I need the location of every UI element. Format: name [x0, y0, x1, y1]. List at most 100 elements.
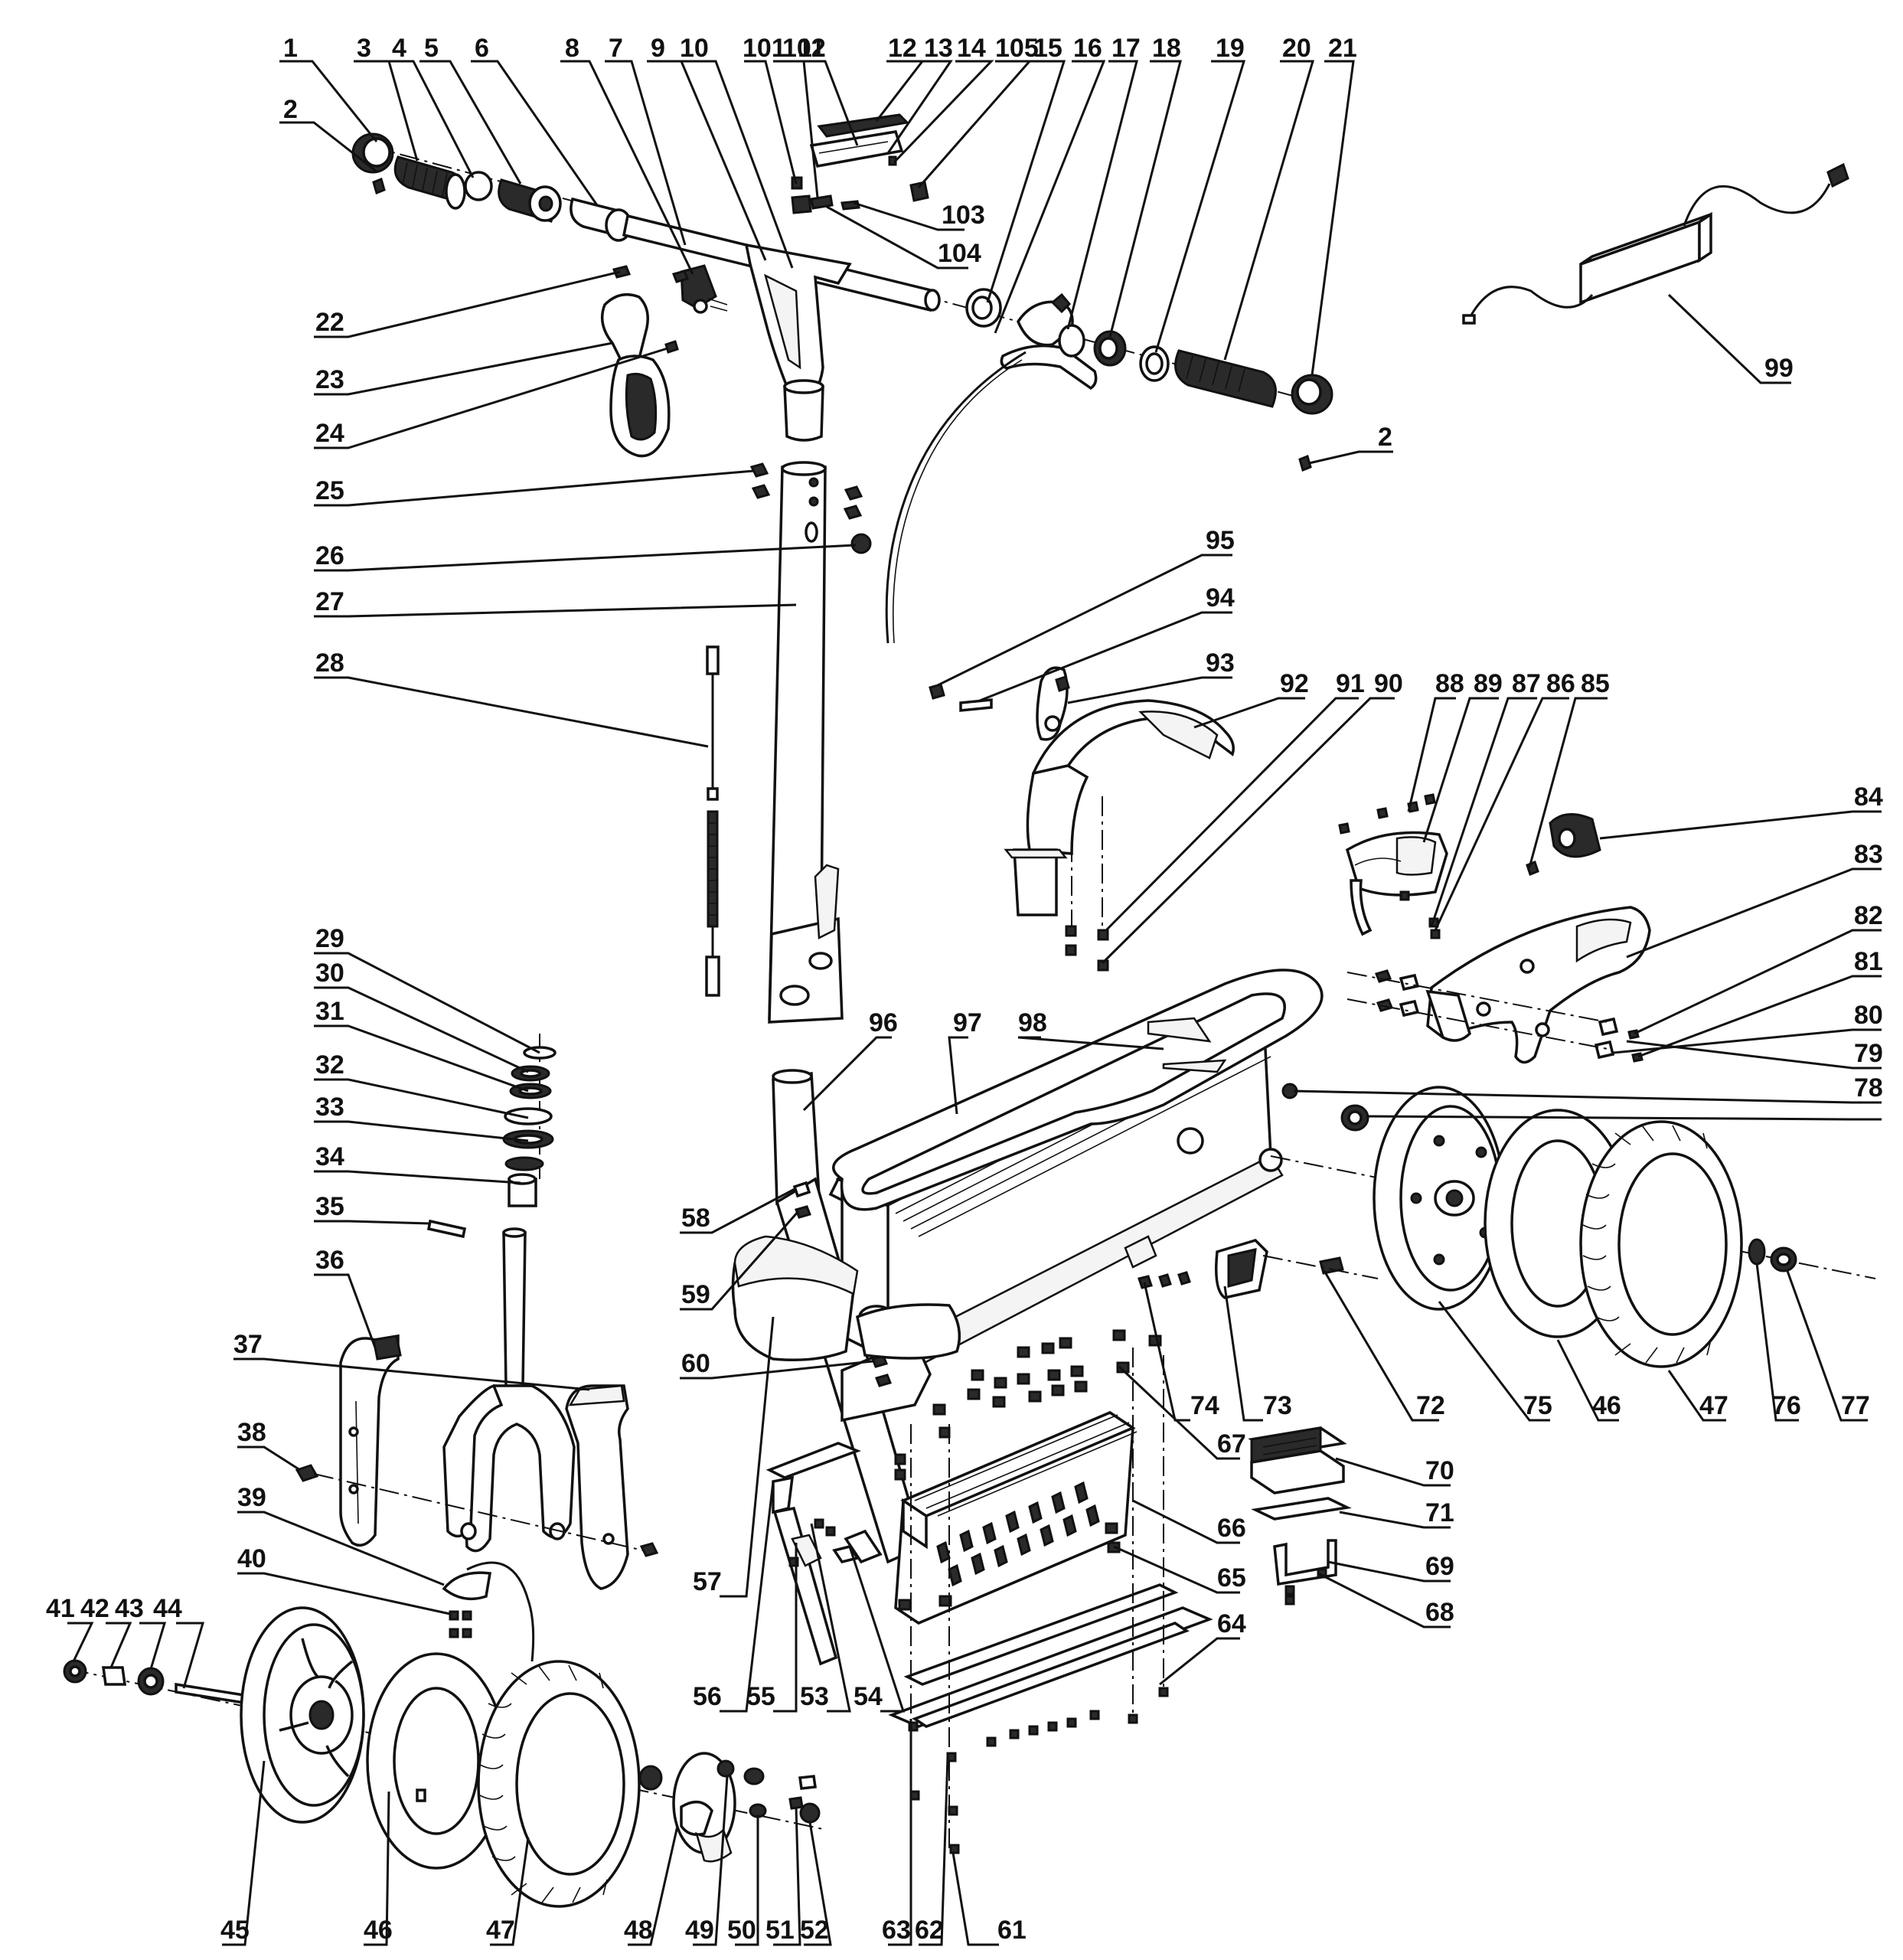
callout-86: 86 — [1546, 669, 1575, 698]
battery-cells — [936, 1481, 1100, 1587]
callout-46-rear: 46 — [1592, 1391, 1621, 1420]
callout-34: 34 — [315, 1142, 344, 1171]
part-21-end-cap — [1291, 374, 1333, 415]
callout-27: 27 — [315, 587, 344, 616]
part-99-charger — [1462, 162, 1849, 325]
callout-14: 14 — [957, 34, 986, 63]
callout-19: 19 — [1216, 34, 1245, 63]
steering-column — [705, 461, 872, 1024]
callout-85: 85 — [1581, 669, 1610, 698]
part-9-stem-connector — [744, 243, 852, 442]
part-6-sleeve — [570, 197, 632, 242]
callout-73: 73 — [1263, 1391, 1292, 1420]
battery-assembly — [888, 1329, 1352, 1854]
part-36-fork-cover-left — [339, 1334, 402, 1547]
callout-9: 9 — [651, 34, 665, 63]
callout-76: 76 — [1772, 1391, 1801, 1420]
part-95-nut — [929, 683, 945, 700]
part-73-74-charge-port — [1138, 1239, 1268, 1299]
callout-50: 50 — [727, 1916, 756, 1945]
callout-29: 29 — [315, 924, 344, 953]
callout-5: 5 — [424, 34, 439, 63]
part-75-hub-motor — [1373, 1086, 1506, 1311]
callout-58: 58 — [681, 1204, 710, 1233]
part-91-screws — [1065, 796, 1109, 972]
callout-48: 48 — [624, 1916, 653, 1945]
callout-67: 67 — [1217, 1429, 1246, 1459]
callout-41: 41 — [46, 1594, 75, 1623]
callout-87: 87 — [1512, 669, 1541, 698]
leader-lines — [67, 60, 1882, 1946]
part-11-display-board — [809, 130, 904, 168]
part-105-connector — [909, 181, 929, 202]
callout-102: 102 — [782, 34, 826, 63]
callout-43: 43 — [115, 1594, 144, 1623]
callout-21: 21 — [1328, 34, 1357, 63]
front-wheel-assembly — [63, 1606, 827, 1908]
front-fender-assembly — [929, 666, 1235, 972]
callout-79: 79 — [1854, 1039, 1883, 1068]
part-44-axle — [175, 1682, 250, 1706]
callout-101: 101 — [743, 34, 786, 63]
part-1-end-cap — [351, 132, 394, 174]
callout-84: 84 — [1854, 782, 1883, 812]
callout-13: 13 — [924, 34, 953, 63]
callout-22: 22 — [315, 308, 344, 337]
callout-36: 36 — [315, 1246, 344, 1275]
callout-90: 90 — [1374, 669, 1403, 698]
callout-72: 72 — [1416, 1391, 1445, 1420]
part-49-52-hub-parts — [716, 1759, 821, 1824]
part-71-plate — [1251, 1497, 1352, 1521]
part-42-spacer — [101, 1666, 127, 1686]
callout-12: 12 — [888, 34, 917, 63]
callout-69: 69 — [1425, 1552, 1454, 1581]
part-35-pin — [426, 1219, 467, 1239]
callout-46-front: 46 — [364, 1916, 393, 1945]
part-83-rear-fender — [1425, 906, 1651, 1064]
callout-7: 7 — [609, 34, 623, 63]
callout-2: 2 — [283, 95, 298, 124]
part-81-82-spacers — [1346, 969, 1644, 1063]
part-2-screw — [372, 177, 386, 195]
callout-30: 30 — [315, 959, 344, 988]
handlebar-assembly — [351, 113, 1333, 644]
callout-97: 97 — [953, 1008, 982, 1037]
rear-wheel-assembly — [1270, 1083, 1876, 1368]
part-12-display-cover — [817, 113, 910, 138]
rear-brake-assembly — [1338, 793, 1651, 1064]
callout-88: 88 — [1435, 669, 1464, 698]
callout-92: 92 — [1280, 669, 1309, 698]
callout-37: 37 — [233, 1330, 263, 1359]
callout-103: 103 — [942, 201, 985, 230]
callout-4: 4 — [392, 34, 406, 63]
callout-105: 105 — [995, 34, 1039, 63]
callout-40: 40 — [237, 1544, 266, 1573]
callout-74: 74 — [1190, 1391, 1219, 1420]
callout-54: 54 — [854, 1682, 883, 1711]
part-98-grip-tape — [832, 969, 1324, 1211]
callout-1: 1 — [283, 34, 298, 63]
callout-95: 95 — [1206, 526, 1235, 555]
part-47-tire — [1579, 1120, 1743, 1368]
part-39-40-headlight — [442, 1561, 535, 1662]
callout-61: 61 — [997, 1916, 1027, 1945]
part-55-56-kickstand — [765, 1442, 883, 1666]
callout-33: 33 — [315, 1093, 344, 1122]
callout-71: 71 — [1425, 1498, 1454, 1527]
part-43-bearing — [137, 1667, 165, 1696]
callout-47-rear: 47 — [1699, 1391, 1728, 1420]
callout-28: 28 — [315, 648, 344, 678]
part-3-grip — [393, 155, 466, 210]
part-89-brake-pad — [1345, 831, 1448, 936]
callout-80: 80 — [1854, 1001, 1883, 1030]
part-72-connector — [1262, 1255, 1379, 1279]
callout-65: 65 — [1217, 1563, 1246, 1592]
callout-63: 63 — [882, 1916, 911, 1945]
part-22-screws — [612, 265, 690, 283]
callout-44: 44 — [153, 1594, 182, 1623]
part-102-bracket — [810, 194, 860, 211]
part-23-side-cover — [600, 292, 671, 458]
callout-59: 59 — [681, 1280, 710, 1309]
callout-83: 83 — [1854, 840, 1883, 869]
